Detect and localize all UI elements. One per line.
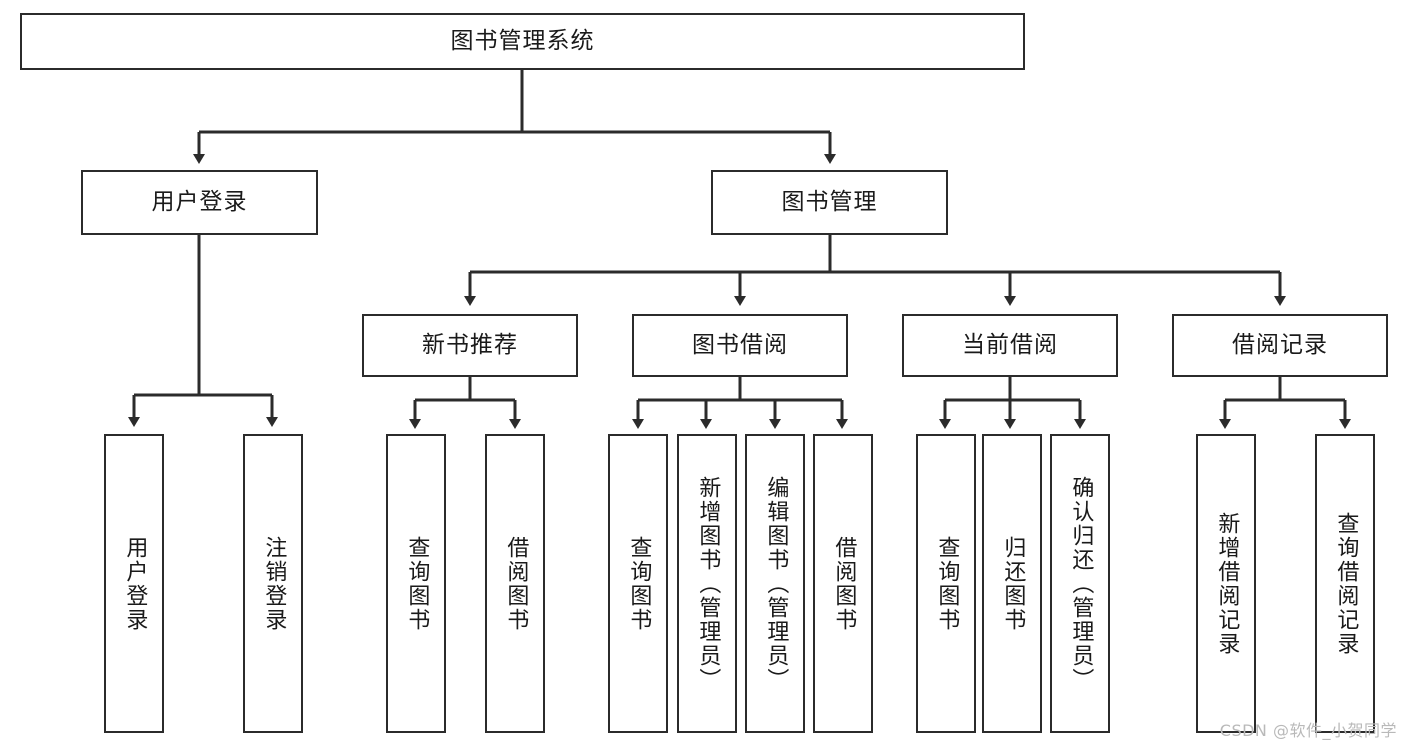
leaf-return-book[interactable]: 归还图书: [982, 434, 1042, 733]
leaf-borrow-book[interactable]: 借阅图书: [813, 434, 873, 733]
leaf-query-book-borrow[interactable]: 查询图书: [608, 434, 668, 733]
leaf-confirm-return[interactable]: 确认归还（管理员）: [1050, 434, 1110, 733]
node-root-system[interactable]: 图书管理系统: [20, 13, 1025, 70]
node-book-borrow-label: 图书借阅: [692, 331, 788, 358]
leaf-query-book-recommend[interactable]: 查询图书: [386, 434, 446, 733]
node-user-login-label: 用户登录: [151, 188, 248, 215]
node-book-manage-label: 图书管理: [781, 188, 878, 215]
leaf-add-book[interactable]: 新增图书（管理员）: [677, 434, 737, 733]
leaf-edit-book-label: 编辑图书（管理员）: [763, 475, 789, 692]
node-current-borrow-label: 当前借阅: [962, 331, 1058, 358]
leaf-add-book-label: 新增图书（管理员）: [695, 475, 721, 692]
leaf-logout-login[interactable]: 注销登录: [243, 434, 303, 733]
node-current-borrow[interactable]: 当前借阅: [902, 314, 1118, 377]
node-borrow-record[interactable]: 借阅记录: [1172, 314, 1388, 377]
leaf-query-book-current[interactable]: 查询图书: [916, 434, 976, 733]
leaf-borrow-book-label: 借阅图书: [831, 535, 857, 632]
leaf-query-borrow-record-label: 查询借阅记录: [1333, 511, 1359, 656]
node-user-login[interactable]: 用户登录: [81, 170, 318, 235]
leaf-query-borrow-record[interactable]: 查询借阅记录: [1315, 434, 1375, 733]
node-borrow-record-label: 借阅记录: [1232, 331, 1328, 358]
leaf-confirm-return-label: 确认归还（管理员）: [1068, 475, 1094, 692]
leaf-edit-book[interactable]: 编辑图书（管理员）: [745, 434, 805, 733]
csdn-watermark: CSDN @软件_小贺同学: [1219, 721, 1397, 740]
node-book-borrow[interactable]: 图书借阅: [632, 314, 848, 377]
node-new-book-recommend-label: 新书推荐: [422, 331, 518, 358]
leaf-user-login[interactable]: 用户登录: [104, 434, 164, 733]
leaf-borrow-book-recommend[interactable]: 借阅图书: [485, 434, 545, 733]
leaf-query-book-current-label: 查询图书: [934, 535, 960, 632]
node-book-manage[interactable]: 图书管理: [711, 170, 948, 235]
leaf-user-login-label: 用户登录: [122, 535, 148, 632]
leaf-add-borrow-record[interactable]: 新增借阅记录: [1196, 434, 1256, 733]
leaf-borrow-book-recommend-label: 借阅图书: [503, 535, 529, 632]
leaf-logout-login-label: 注销登录: [261, 535, 287, 632]
leaf-query-book-recommend-label: 查询图书: [404, 535, 430, 632]
leaf-add-borrow-record-label: 新增借阅记录: [1214, 511, 1240, 656]
leaf-query-book-borrow-label: 查询图书: [626, 535, 652, 632]
leaf-return-book-label: 归还图书: [1000, 535, 1026, 632]
node-root-system-label: 图书管理系统: [450, 27, 595, 54]
node-new-book-recommend[interactable]: 新书推荐: [362, 314, 578, 377]
